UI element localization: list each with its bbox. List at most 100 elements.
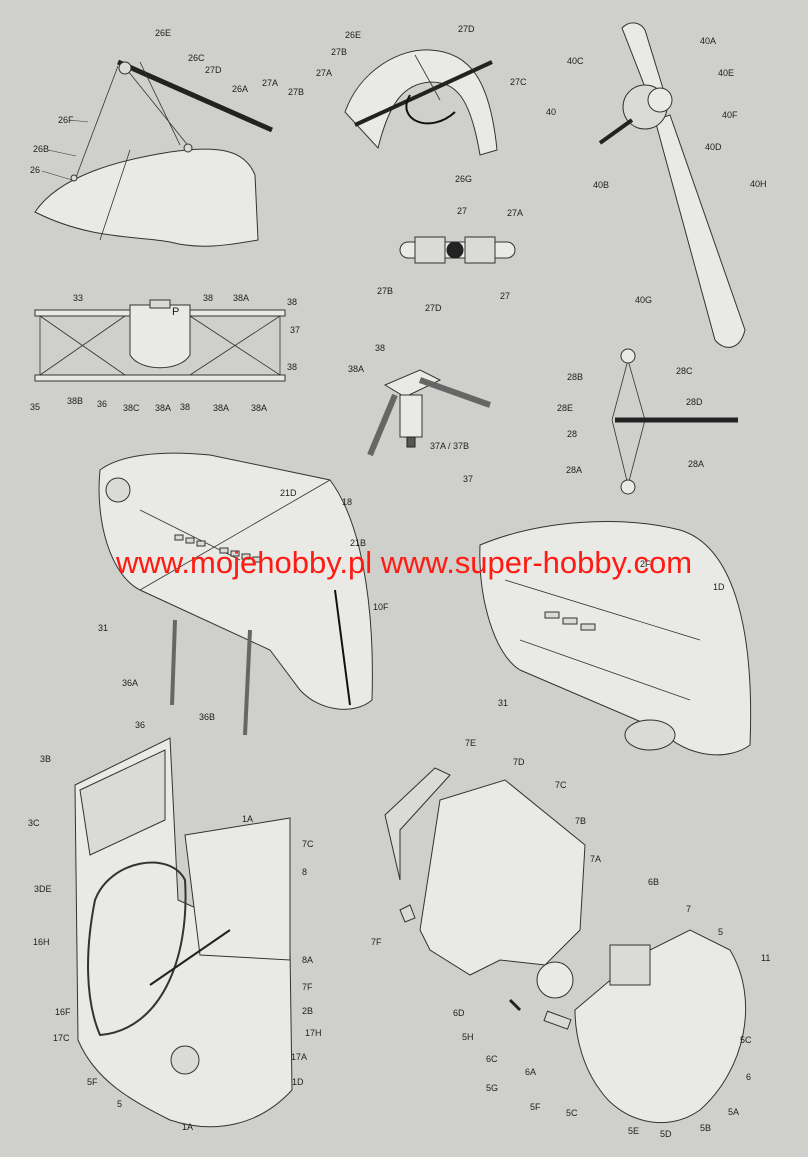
part-label: 27 (457, 206, 467, 216)
part-label: 1D (292, 1077, 304, 1087)
part-label: 17C (53, 1033, 70, 1043)
part-label: 27C (510, 77, 527, 87)
part-label: 27B (331, 47, 347, 57)
part-label: 11 (761, 953, 770, 963)
part-label: 36A (122, 678, 138, 688)
part-label: 40C (567, 56, 584, 66)
part-label: 28A (566, 465, 582, 475)
part-label: 5H (462, 1032, 474, 1042)
part-label: 17H (305, 1028, 322, 1038)
part-label: 26A (232, 84, 248, 94)
part-label: 26C (188, 53, 205, 63)
part-label: 7 (686, 904, 691, 914)
part-label: 38A (213, 403, 229, 413)
part-label: 6D (453, 1008, 465, 1018)
part-label: 17A (291, 1052, 307, 1062)
part-label: 1A (242, 814, 253, 824)
part-label: 5A (728, 1107, 739, 1117)
part-label: 26 (30, 165, 40, 175)
part-label: 40H (750, 179, 767, 189)
part-label: 7F (371, 937, 382, 947)
part-label: 5G (486, 1083, 498, 1093)
part-label: 38 (287, 297, 297, 307)
part-label: 40B (593, 180, 609, 190)
part-label: 6C (486, 1054, 498, 1064)
part-label: 38 (375, 343, 385, 353)
part-label: 7B (575, 816, 586, 826)
propeller (598, 22, 746, 348)
part-label: 37A / 37B (430, 441, 469, 451)
part-label: 16H (33, 937, 50, 947)
part-label: 5 (117, 1099, 122, 1109)
part-label: 2B (302, 1006, 313, 1016)
part-label: 36B (199, 712, 215, 722)
part-label: 31 (98, 623, 108, 633)
part-label: 5B (700, 1123, 711, 1133)
part-label: 26B (33, 144, 49, 154)
strut-assembly (367, 369, 492, 457)
firewall-assembly (384, 767, 747, 1124)
part-label: 3B (40, 754, 51, 764)
part-label: 6A (525, 1067, 536, 1077)
cockpit-panel (74, 737, 293, 1128)
part-label: 7F (302, 982, 313, 992)
part-label: 27D (205, 65, 222, 75)
part-label: 27B (377, 286, 393, 296)
part-label: 1D (713, 582, 725, 592)
part-label: 40D (705, 142, 722, 152)
part-label: 27A (262, 78, 278, 88)
part-label: 28D (686, 397, 703, 407)
part-label: 40E (718, 68, 734, 78)
part-label: 18 (342, 497, 352, 507)
part-label: 40A (700, 36, 716, 46)
part-label: 7C (555, 780, 567, 790)
part-label: 26G (455, 174, 472, 184)
part-label: 38 (180, 402, 190, 412)
part-label: 5 (718, 927, 723, 937)
part-label: 6 (746, 1072, 751, 1082)
part-label: 38A (251, 403, 267, 413)
part-label: 27D (425, 303, 442, 313)
cabane-arch (344, 49, 498, 156)
part-label: 38C (123, 403, 140, 413)
part-label: 26F (58, 115, 74, 125)
part-label: 31 (498, 698, 508, 708)
part-label: 2F (640, 559, 651, 569)
part-label: 8A (302, 955, 313, 965)
part-label: 38 (203, 293, 213, 303)
part-label: 37 (290, 325, 300, 335)
part-label: 28C (676, 366, 693, 376)
part-label: 26E (345, 30, 361, 40)
part-label: 7D (513, 757, 525, 767)
hinge-part (399, 236, 516, 264)
watermark-text: www.mojehobby.pl www.super-hobby.com (115, 545, 693, 580)
part-label: 37 (463, 474, 473, 484)
part-label: P (172, 306, 179, 318)
part-label: 27 (500, 291, 510, 301)
part-label: 36 (97, 399, 107, 409)
part-label: 40G (635, 295, 652, 305)
part-label: 38 (287, 362, 297, 372)
part-label: 3C (28, 818, 40, 828)
part-label: 27A (316, 68, 332, 78)
part-label: 5D (660, 1129, 672, 1139)
part-label: 28A (688, 459, 704, 469)
part-label: 40F (722, 110, 738, 120)
fuselage-right (479, 521, 752, 756)
part-label: 27A (507, 208, 523, 218)
part-label: 27D (458, 24, 475, 34)
wheel-assembly (611, 348, 738, 495)
part-label: 8 (302, 867, 307, 877)
part-label: 6B (648, 877, 659, 887)
part-label: 5C (566, 1108, 578, 1118)
tailskid-assembly (34, 59, 274, 247)
part-label: 10F (373, 602, 389, 612)
part-label: 7E (465, 738, 476, 748)
part-label: 5E (628, 1126, 639, 1136)
part-label: 38B (67, 396, 83, 406)
part-label: 40 (546, 107, 556, 117)
part-label: 16F (55, 1007, 71, 1017)
part-label: 5C (740, 1035, 752, 1045)
part-label: 21D (280, 488, 297, 498)
